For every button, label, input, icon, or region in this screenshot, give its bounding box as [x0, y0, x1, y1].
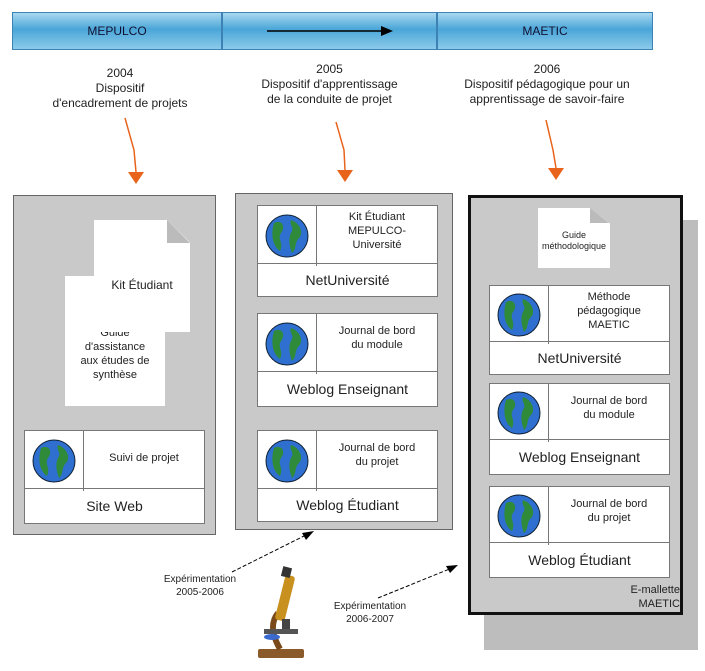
card-line: du module	[351, 339, 403, 351]
orange-arrowhead-icon	[548, 168, 564, 180]
doc-line: méthodologique	[541, 241, 607, 251]
experimentation-arrows	[231, 531, 458, 599]
weblog-enseignant-card: Journal de bord du module Weblog Enseign…	[489, 383, 670, 475]
experimentation-2006-2007: Expérimentation 2006-2007	[320, 600, 420, 626]
globe-icon	[258, 206, 317, 266]
card-label: Weblog Enseignant	[490, 439, 669, 474]
card-line: MEPULCO-	[347, 225, 407, 237]
card-description: Journal de bord du module	[317, 314, 437, 374]
doc-line: d'assistance	[84, 341, 146, 353]
exp-line: 2005-2006	[176, 587, 224, 598]
doc-line: Guide	[561, 230, 587, 240]
netuniversite-card: Kit Étudiant MEPULCO- Université NetUniv…	[257, 205, 438, 297]
microscope-icon	[258, 566, 304, 658]
document-icon	[167, 220, 190, 243]
phase-year: 2006	[533, 62, 561, 76]
globe-icon	[490, 384, 549, 442]
card-description: Journal de bord du projet	[549, 487, 669, 545]
phase-line: apprentissage de savoir-faire	[469, 92, 625, 106]
document-icon	[590, 208, 609, 223]
card-description: Journal de bord du module	[549, 384, 669, 442]
doc-title: Kit Étudiant	[111, 278, 173, 292]
timeline-label-maetic: MAETIC	[522, 24, 568, 38]
netuniversite-card: Méthode pédagogique MAETIC NetUniversité	[489, 285, 670, 375]
mallette-caption: E-mallette MAETIC	[608, 583, 680, 611]
card-label: Site Web	[25, 488, 204, 523]
card-line: du projet	[355, 456, 399, 468]
phase-2004: 2004 Dispositif d'encadrement de projets	[20, 66, 220, 111]
globe-icon	[258, 431, 317, 491]
experimentation-2005-2006: Expérimentation 2005-2006	[150, 573, 250, 599]
card-line: Journal de bord	[338, 442, 416, 454]
weblog-enseignant-card: Journal de bord du module Weblog Enseign…	[257, 313, 438, 407]
timeline-arrow-icon	[266, 26, 393, 36]
phase-year: 2004	[106, 66, 134, 80]
phase-line: Dispositif pédagogique pour un	[464, 77, 630, 91]
card-description: Suivi de projet	[109, 452, 179, 464]
orange-arrowhead-icon	[337, 170, 353, 182]
card-description: Journal de bord du projet	[317, 431, 437, 491]
exp-line: Expérimentation	[333, 601, 407, 612]
globe-icon	[25, 431, 84, 491]
orange-arrow-icon	[124, 117, 137, 173]
card-line: du module	[583, 409, 635, 421]
connector-arrows	[124, 117, 564, 184]
site-web-card: Suivi de projet Site Web	[24, 430, 205, 524]
dashed-arrow-icon	[377, 565, 458, 599]
exp-line: Expérimentation	[163, 574, 237, 585]
weblog-etudiant-card: Journal de bord du projet Weblog Étudian…	[257, 430, 438, 522]
phase-line: d'encadrement de projets	[52, 96, 188, 110]
weblog-etudiant-card: Journal de bord du projet Weblog Étudian…	[489, 486, 670, 578]
card-label: Weblog Étudiant	[258, 488, 437, 521]
card-line: pédagogique	[577, 305, 641, 317]
timeline-segment-arrow	[222, 12, 437, 50]
phase-line: de la conduite de projet	[267, 92, 392, 106]
card-line: du projet	[587, 512, 631, 524]
orange-arrowhead-icon	[128, 172, 144, 184]
card-line: MAETIC	[588, 319, 630, 331]
caption-line: MAETIC	[638, 598, 680, 610]
card-line: Kit Étudiant	[348, 211, 406, 223]
phase-year: 2005	[316, 62, 343, 76]
phase-2005: 2005 Dispositif d'apprentissage de la co…	[222, 62, 437, 107]
card-label: Weblog Enseignant	[258, 371, 437, 406]
phase-line: Dispositif d'apprentissage	[261, 77, 398, 91]
phase-line: Dispositif	[95, 81, 145, 95]
timeline-segment-maetic: MAETIC	[437, 12, 653, 50]
card-label: Weblog Étudiant	[490, 542, 669, 577]
card-line: Journal de bord	[570, 395, 648, 407]
card-line: Journal de bord	[338, 325, 416, 337]
doc-line: synthèse	[92, 369, 138, 381]
globe-icon	[490, 286, 549, 344]
card-line: Méthode	[587, 291, 631, 303]
timeline-label-mepulco: MEPULCO	[87, 24, 147, 38]
doc-line: aux études de	[80, 355, 150, 367]
globe-icon	[258, 314, 317, 374]
card-line: Université	[352, 239, 402, 251]
card-description: Kit Étudiant MEPULCO- Université	[317, 206, 437, 266]
card-label: NetUniversité	[490, 341, 669, 374]
card-description: Méthode pédagogique MAETIC	[549, 286, 669, 344]
phase-2006: 2006 Dispositif pédagogique pour un appr…	[437, 62, 657, 107]
card-line: Journal de bord	[570, 498, 648, 510]
card-label: NetUniversité	[258, 263, 437, 296]
globe-icon	[490, 487, 549, 545]
orange-arrow-icon	[545, 119, 557, 169]
orange-arrow-icon	[335, 121, 346, 171]
exp-line: 2006-2007	[346, 614, 394, 625]
caption-line: E-mallette	[630, 584, 680, 596]
dashed-arrow-icon	[231, 531, 314, 573]
timeline-segment-mepulco: MEPULCO	[12, 12, 222, 50]
